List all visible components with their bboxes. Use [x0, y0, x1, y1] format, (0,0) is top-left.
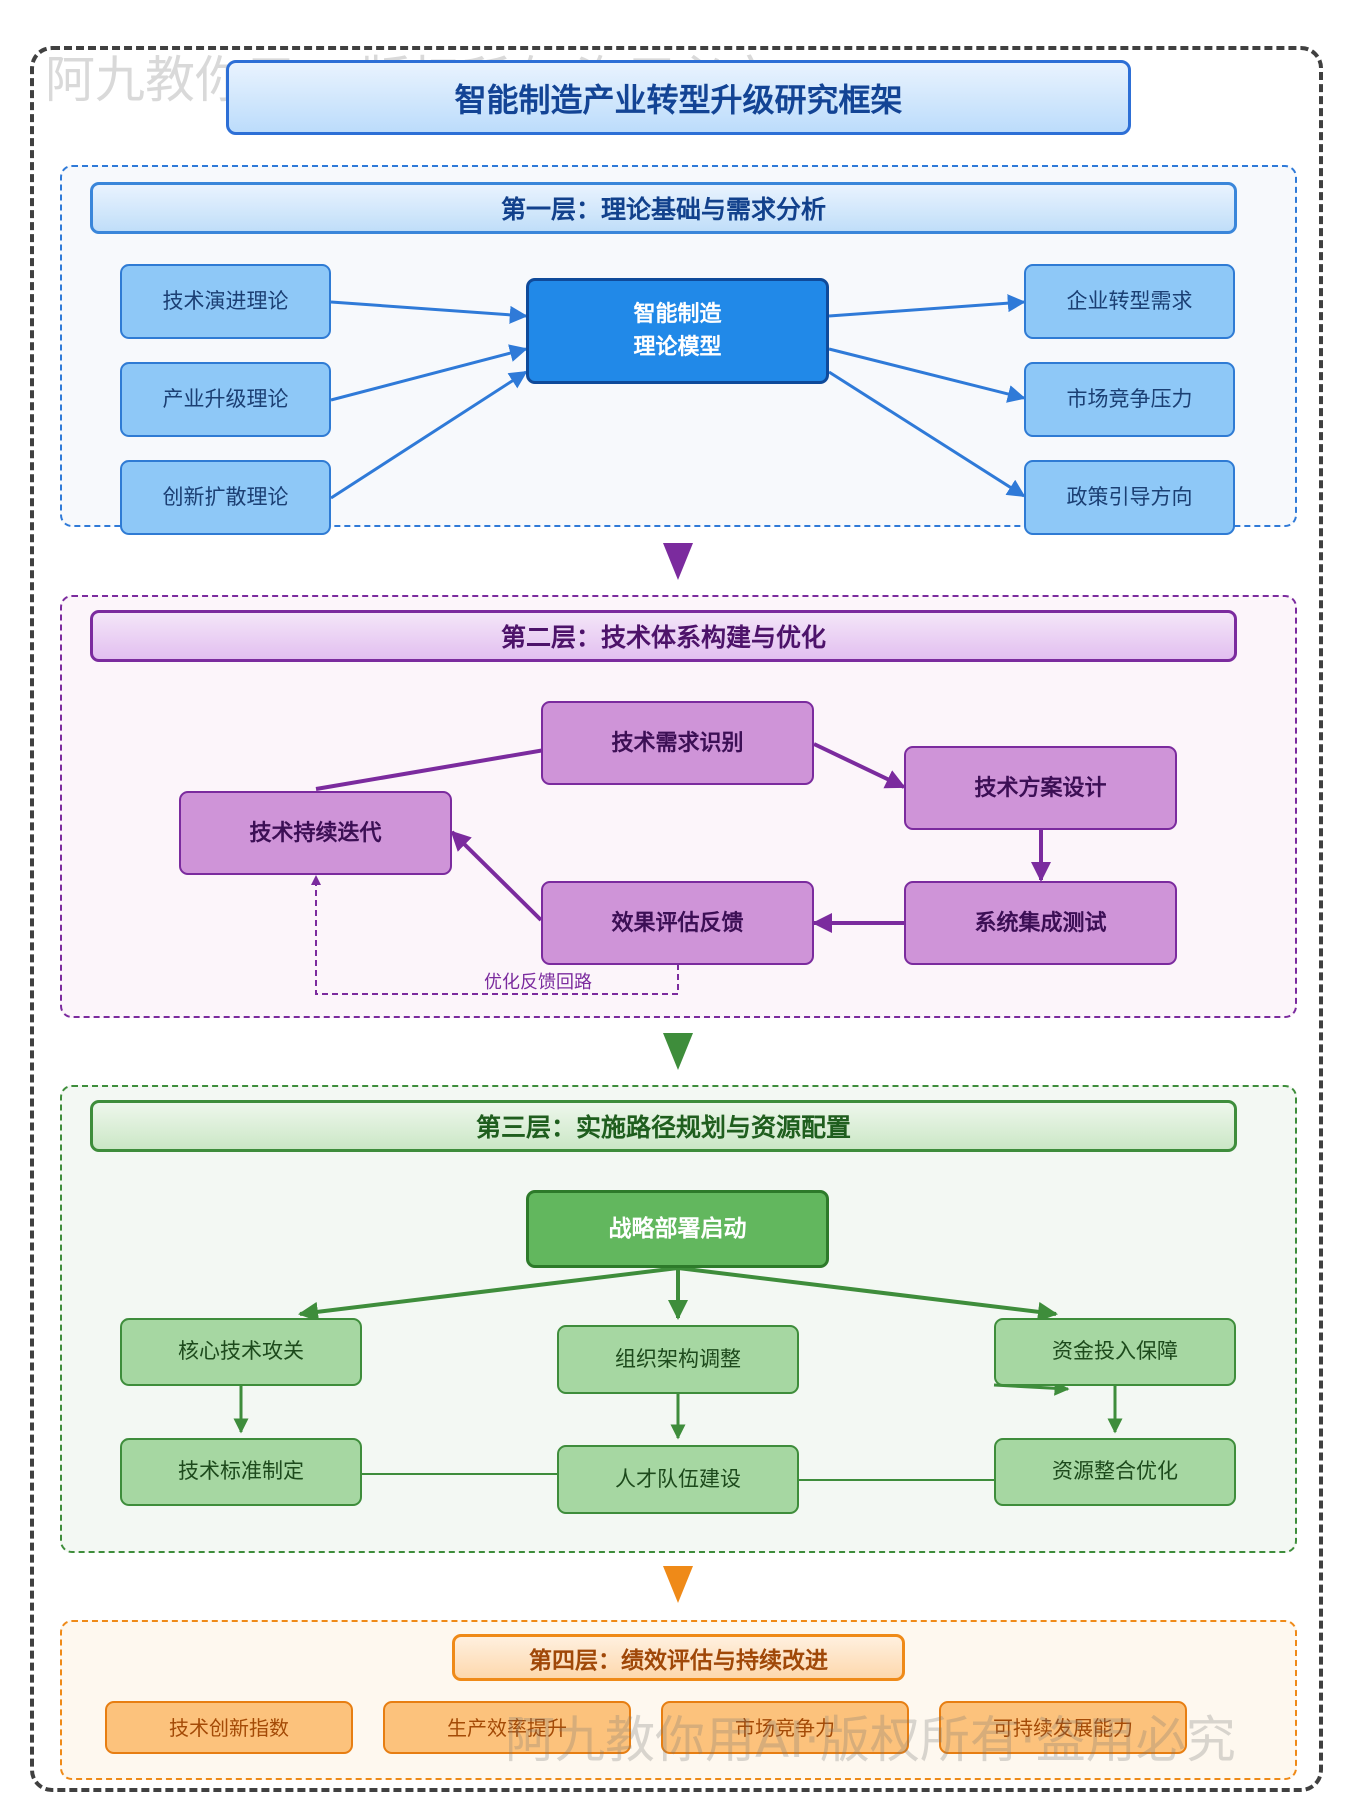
arrow-identify-design — [813, 742, 906, 789]
arrow-evaluate-iter — [450, 830, 543, 922]
arrow-core-output3 — [828, 370, 1026, 498]
arrow-core-output1 — [828, 294, 1026, 318]
core-line2: 理论模型 — [633, 335, 722, 360]
arrow-input2-core — [330, 344, 528, 402]
node-effect-evaluation-feedback: 效果评估反馈 — [541, 881, 814, 965]
node-industry-upgrade-theory: 产业升级理论 — [120, 362, 331, 437]
node-core-tech-breakthrough: 核心技术攻关 — [120, 1318, 362, 1386]
arrow-layer1-layer2 — [663, 543, 693, 580]
watermark-bottom: 阿九教你用AI·版权所有·盗用必究 — [505, 1711, 1236, 1769]
metric-market-competitiveness: 市场竞争力 — [661, 1701, 909, 1754]
node-system-integration-test: 系统集成测试 — [904, 881, 1177, 965]
node-market-pressure: 市场竞争压力 — [1024, 362, 1235, 437]
arrow-iter-identify — [315, 738, 576, 791]
arrow-core-branch3 — [677, 1266, 1058, 1322]
layer3-title: 第三层：实施路径规划与资源配置 — [90, 1100, 1237, 1152]
node-tech-standard-setting: 技术标准制定 — [120, 1438, 362, 1506]
node-tech-evolution-theory: 技术演进理论 — [120, 264, 331, 339]
arrow-layer2-layer3 — [663, 1033, 693, 1070]
node-tech-demand-identification: 技术需求识别 — [541, 701, 814, 785]
arrow-input3-core — [330, 370, 528, 500]
loop-label: 优化反馈回路 — [484, 972, 592, 993]
metric-sustainable-development: 可持续发展能力 — [939, 1701, 1187, 1754]
layer2-title: 第二层：技术体系构建与优化 — [90, 610, 1237, 662]
node-innovation-diffusion-theory: 创新扩散理论 — [120, 460, 331, 535]
layer1-title: 第一层：理论基础与需求分析 — [90, 182, 1237, 234]
node-org-structure-adjustment: 组织架构调整 — [557, 1325, 799, 1394]
node-talent-team-building: 人才队伍建设 — [557, 1445, 799, 1514]
arrow-layer3-layer4 — [663, 1566, 693, 1603]
loop-dashed-arrow — [311, 875, 679, 995]
metric-tech-innovation-index: 技术创新指数 — [105, 1701, 353, 1754]
node-core-theory-model: 智能制造 理论模型 — [526, 278, 829, 384]
outer-frame — [30, 46, 1323, 1792]
node-tech-solution-design: 技术方案设计 — [904, 746, 1177, 830]
node-tech-continuous-iteration: 技术持续迭代 — [179, 791, 452, 875]
node-enterprise-demand: 企业转型需求 — [1024, 264, 1235, 339]
arrow-input1-core — [330, 300, 528, 324]
page-title: 智能制造产业转型升级研究框架 — [226, 60, 1131, 135]
node-funding-guarantee: 资金投入保障 — [994, 1318, 1236, 1386]
layer4-title: 第四层：绩效评估与持续改进 — [452, 1634, 905, 1681]
metric-production-efficiency: 生产效率提升 — [383, 1701, 631, 1754]
node-policy-direction: 政策引导方向 — [1024, 460, 1235, 535]
core-line1: 智能制造 — [633, 302, 722, 327]
node-resource-integration: 资源整合优化 — [994, 1438, 1236, 1506]
arrow-core-output2 — [828, 347, 1026, 403]
node-strategy-launch: 战略部署启动 — [526, 1190, 829, 1268]
arrow-core-branch1 — [298, 1266, 679, 1322]
